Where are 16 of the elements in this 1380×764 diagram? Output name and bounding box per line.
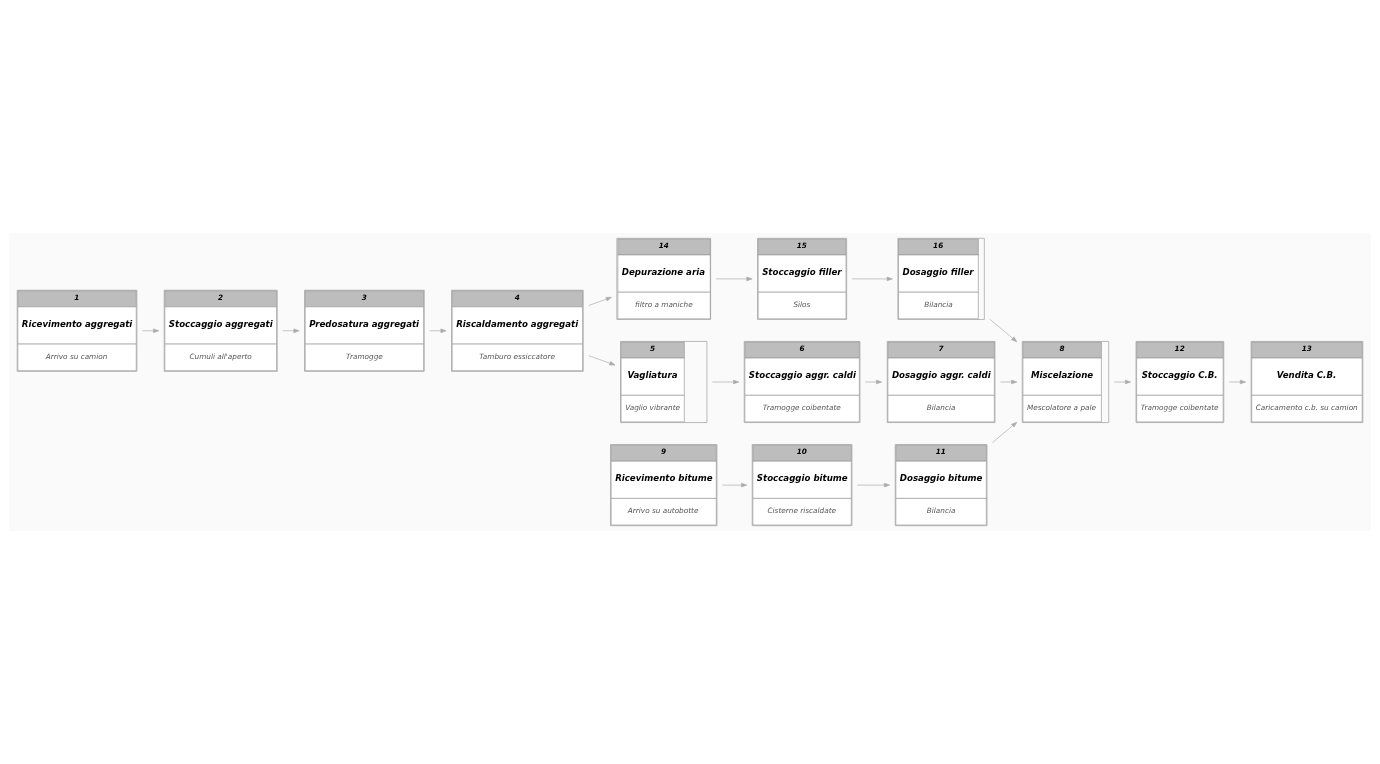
arrow (992, 421, 1018, 444)
arrow (1000, 379, 1018, 385)
arrow (1228, 379, 1246, 385)
arrow (712, 379, 740, 385)
arrow (851, 276, 893, 282)
arrow (588, 297, 612, 306)
arrow (721, 482, 748, 488)
arrow (865, 379, 883, 385)
arrow (989, 318, 1018, 343)
arrow (715, 276, 753, 282)
arrow (142, 328, 160, 333)
arrow (857, 482, 891, 488)
arrow (282, 328, 300, 333)
arrow (429, 328, 447, 333)
arrow (588, 355, 616, 366)
arrow (1113, 379, 1131, 385)
